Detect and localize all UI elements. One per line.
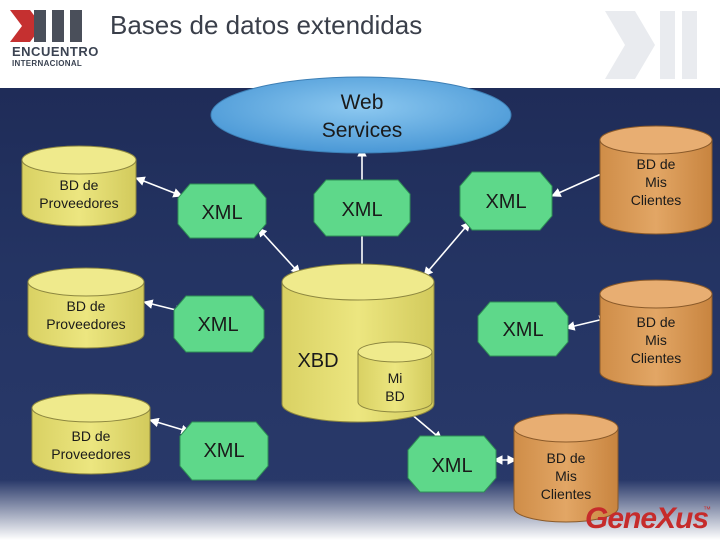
genexus-logo: GeneXus xyxy=(585,502,709,535)
db-proveedores-2: BD de Proveedores xyxy=(27,267,145,349)
decorative-x-mark xyxy=(605,11,697,79)
encuentro-logo xyxy=(8,8,92,44)
xml-label: XML xyxy=(485,191,526,213)
db-clientes-3: BD de Mis Clientes xyxy=(513,413,619,523)
db-label-line2: Proveedores xyxy=(39,195,118,211)
xml-badge-6: XML xyxy=(179,421,269,481)
db-mi-bd: Mi BD xyxy=(357,341,433,413)
db-label-line1: BD de xyxy=(547,450,586,466)
db-label-line1: BD de xyxy=(637,156,676,172)
arrow-xml-xbd-left xyxy=(257,227,301,275)
db-label-line3: Clientes xyxy=(631,192,682,208)
db-label-line1: BD de xyxy=(637,314,676,330)
xml-badge-4: XML xyxy=(173,295,265,353)
xml-label: XML xyxy=(201,202,242,224)
xml-label: XML xyxy=(341,199,382,221)
logo-text-encuentro: ENCUENTRO xyxy=(12,44,99,59)
web-services-node: Web Services xyxy=(210,76,512,154)
web-services-label-line1: Web xyxy=(341,91,384,114)
mi-bd-label-line1: Mi xyxy=(388,370,403,386)
xml-badge-5: XML xyxy=(477,301,569,357)
db-clientes-2: BD de Mis Clientes xyxy=(599,279,713,387)
db-label-line3: Clientes xyxy=(541,486,592,502)
db-label-line2: Mis xyxy=(645,332,667,348)
db-label-line2: Proveedores xyxy=(51,446,130,462)
db-label-line2: Mis xyxy=(645,174,667,190)
db-label-line1: BD de xyxy=(67,298,106,314)
db-label-line1: BD de xyxy=(60,177,99,193)
genexus-trademark: ™ xyxy=(703,505,711,514)
xbd-label: XBD xyxy=(297,350,338,372)
xml-label: XML xyxy=(197,314,238,336)
db-label-line1: BD de xyxy=(72,428,111,444)
db-proveedores-3: BD de Proveedores xyxy=(31,393,151,475)
arrow-prov3-xml xyxy=(149,417,191,435)
xml-label: XML xyxy=(502,319,543,341)
arrow-prov1-xml xyxy=(135,176,183,198)
xml-label: XML xyxy=(203,440,244,462)
db-label-line3: Clientes xyxy=(631,350,682,366)
mi-bd-label-line2: BD xyxy=(385,388,404,404)
db-proveedores-1: BD de Proveedores xyxy=(21,145,137,227)
xml-badge-7: XML xyxy=(407,435,497,493)
slide-header: ENCUENTRO INTERNACIONAL Bases de datos e… xyxy=(0,0,720,88)
xml-badge-1: XML xyxy=(177,183,267,239)
db-label-line2: Mis xyxy=(555,468,577,484)
slide-title: Bases de datos extendidas xyxy=(110,10,423,40)
web-services-label-line2: Services xyxy=(322,119,403,142)
xml-badge-3: XML xyxy=(459,171,553,231)
db-clientes-1: BD de Mis Clientes xyxy=(599,125,713,235)
db-label-line2: Proveedores xyxy=(46,316,125,332)
logo-text-internacional: INTERNACIONAL xyxy=(12,59,83,68)
xml-label: XML xyxy=(431,455,472,477)
xml-badge-2: XML xyxy=(313,179,411,237)
arrow-xml-xbd-right xyxy=(423,221,471,277)
